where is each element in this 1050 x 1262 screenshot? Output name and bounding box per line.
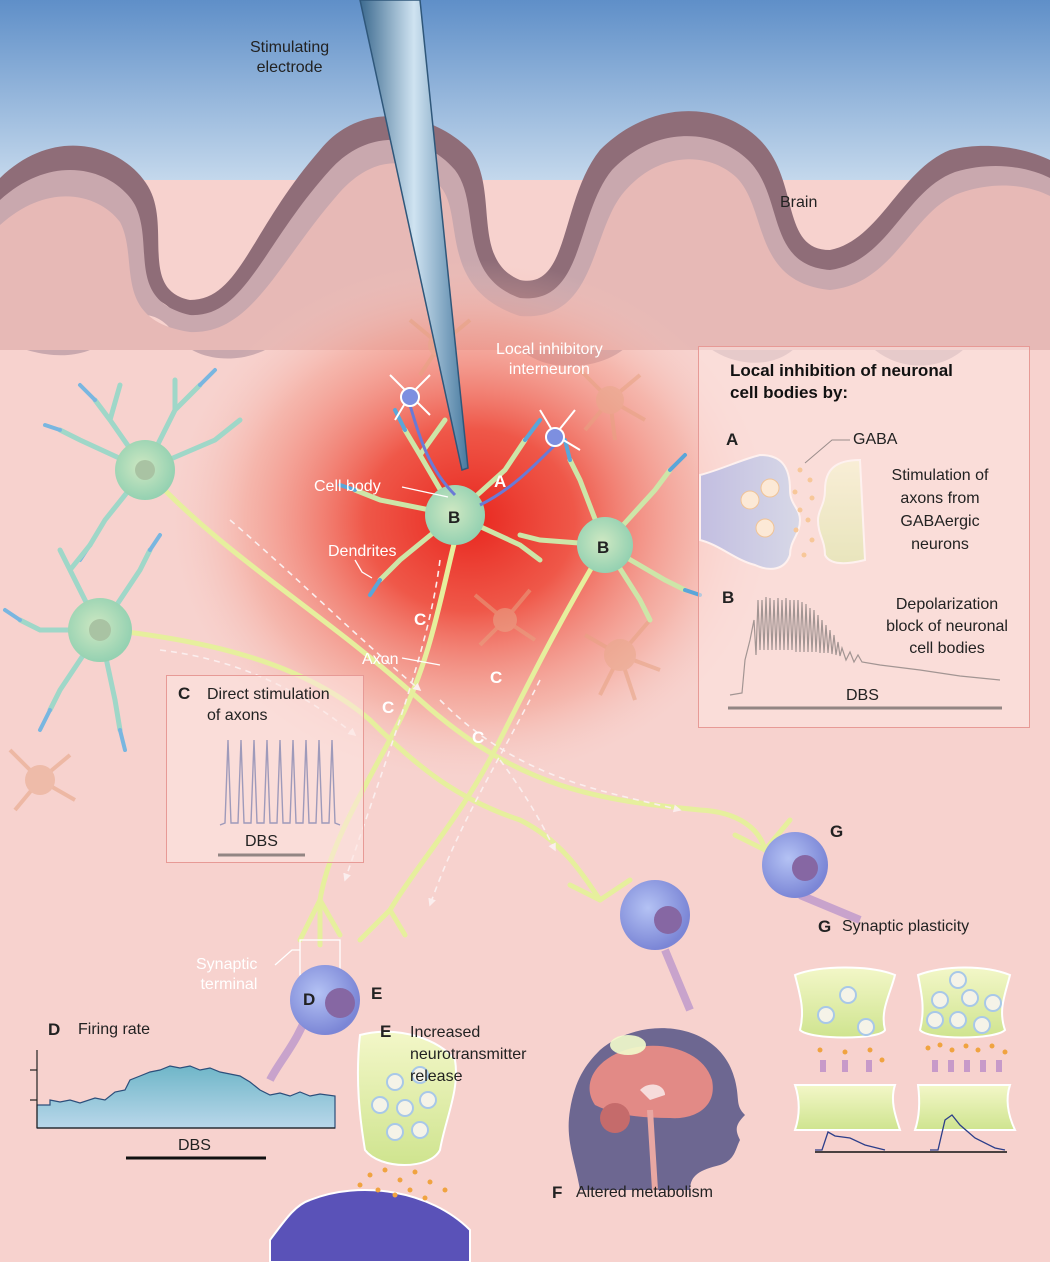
neuron-central-left: [338, 408, 543, 597]
panel-d-dbs-label: DBS: [178, 1137, 211, 1154]
panel-c-dbs-label: DBS: [245, 833, 278, 850]
panel-a-description: Stimulation of axons from GABAergic neur…: [891, 467, 989, 553]
neuron-central-right: [517, 438, 702, 623]
panel-c-title: Direct stimulation of axons: [207, 686, 330, 724]
panel-e-title: Increased neurotransmitter release: [410, 1024, 527, 1085]
panel-f-title: Altered metabolism: [576, 1184, 713, 1201]
postsynaptic-cell-g: [762, 832, 862, 924]
panel-d-title: Firing rate: [78, 1021, 151, 1038]
letter-d-marker: D: [303, 990, 316, 1009]
postsynaptic-cell-d: [266, 965, 360, 1082]
stimulating-electrode: [359, 0, 469, 471]
panel-c-letter: C: [178, 684, 191, 703]
letter-c-marker-1: C: [414, 610, 427, 629]
letter-b-marker-right: B: [597, 538, 610, 557]
postsynaptic-cell-f: [620, 880, 694, 1012]
letter-c-marker-4: C: [472, 728, 485, 747]
cell-body-label: Cell body: [314, 478, 381, 495]
neuron-middle-left: [3, 533, 162, 752]
neurotransmitter-terminal: [269, 1030, 471, 1262]
gaba-label: GABA: [853, 431, 898, 448]
letter-c-marker-2: C: [490, 668, 503, 687]
interneurons: [389, 374, 581, 507]
letter-g-marker: G: [830, 822, 844, 841]
neuron-upper-left: [43, 368, 243, 562]
letter-a-marker: A: [494, 472, 507, 491]
stimulating-electrode-label: Stimulating electrode: [250, 39, 330, 76]
panel-g-letter: G: [818, 917, 832, 936]
synaptic-terminal-label: Synaptic terminal: [196, 956, 258, 993]
panel-b-dbs-label: DBS: [846, 687, 879, 704]
panel-a-letter: A: [726, 430, 739, 449]
panel-b-description: Depolarization block of neuronal cell bo…: [886, 596, 1008, 657]
axon-label: Axon: [362, 651, 399, 668]
dendrites-label: Dendrites: [328, 543, 397, 560]
brain-label: Brain: [780, 194, 818, 211]
panel-e-letter: E: [380, 1022, 392, 1041]
synaptic-plasticity-graphic: [793, 966, 1017, 1153]
letter-e-marker: E: [371, 984, 383, 1003]
letter-b-marker-left: B: [448, 508, 461, 527]
interneuron-label: Local inhibitory interneuron: [496, 341, 603, 378]
panel-g-title: Synaptic plasticity: [842, 918, 970, 935]
brain-cortex: [0, 111, 1050, 367]
inhibition-panel-title: Local inhibition of neuronal cell bodies…: [730, 361, 953, 402]
panel-direct-stimulation: [166, 675, 364, 863]
panel-d-letter: D: [48, 1020, 61, 1039]
head-metabolism-graphic: [568, 1028, 745, 1191]
panel-f-letter: F: [552, 1183, 563, 1202]
firing-rate-plot: [30, 1050, 336, 1160]
panel-local-inhibition: [698, 346, 1030, 728]
panel-b-letter: B: [722, 588, 735, 607]
letter-c-marker-3: C: [382, 698, 395, 717]
